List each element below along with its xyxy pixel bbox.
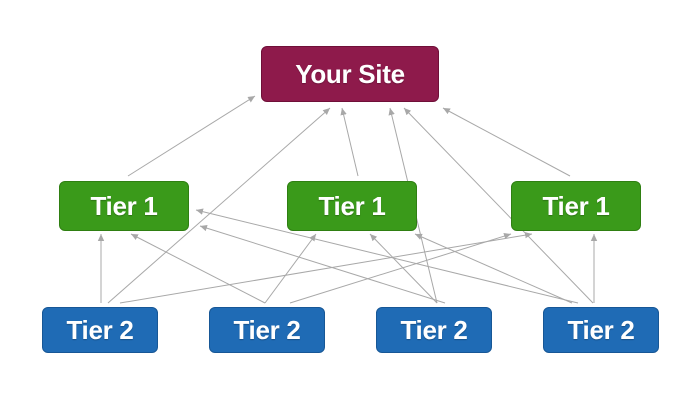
arrow-tier2-3-to-tier1-0 xyxy=(195,208,579,304)
arrow-tier1-2-to-site xyxy=(442,107,571,177)
tier2-node-4: Tier 2 xyxy=(543,307,659,353)
arrow-tier2-1-to-tier1-0 xyxy=(130,233,266,304)
arrow-tier2-3-to-tier1-1 xyxy=(414,233,573,304)
tier1-node-2: Tier 1 xyxy=(287,181,417,231)
tier1-node-1: Tier 1 xyxy=(59,181,189,231)
tier1-node-3: Tier 1 xyxy=(511,181,641,231)
arrow-tier2-0-to-site xyxy=(107,107,331,304)
arrow-tier2-2-to-tier1-0 xyxy=(199,225,446,304)
tier2-node-2: Tier 2 xyxy=(209,307,325,353)
arrow-tier1-0-to-site xyxy=(127,95,256,177)
arrow-tier2-1-to-tier1-1 xyxy=(264,233,317,304)
arrow-tier1-1-to-site xyxy=(340,107,359,177)
your-site-node: Your Site xyxy=(261,46,439,102)
arrow-tier2-0-to-tier1-2 xyxy=(119,232,533,304)
arrow-tier2-2-to-tier1-1 xyxy=(369,233,438,304)
tier2-node-3: Tier 2 xyxy=(376,307,492,353)
arrow-tier2-3-to-site xyxy=(403,107,594,304)
tier2-node-1: Tier 2 xyxy=(42,307,158,353)
arrow-tier2-1-to-tier1-2 xyxy=(289,233,512,304)
